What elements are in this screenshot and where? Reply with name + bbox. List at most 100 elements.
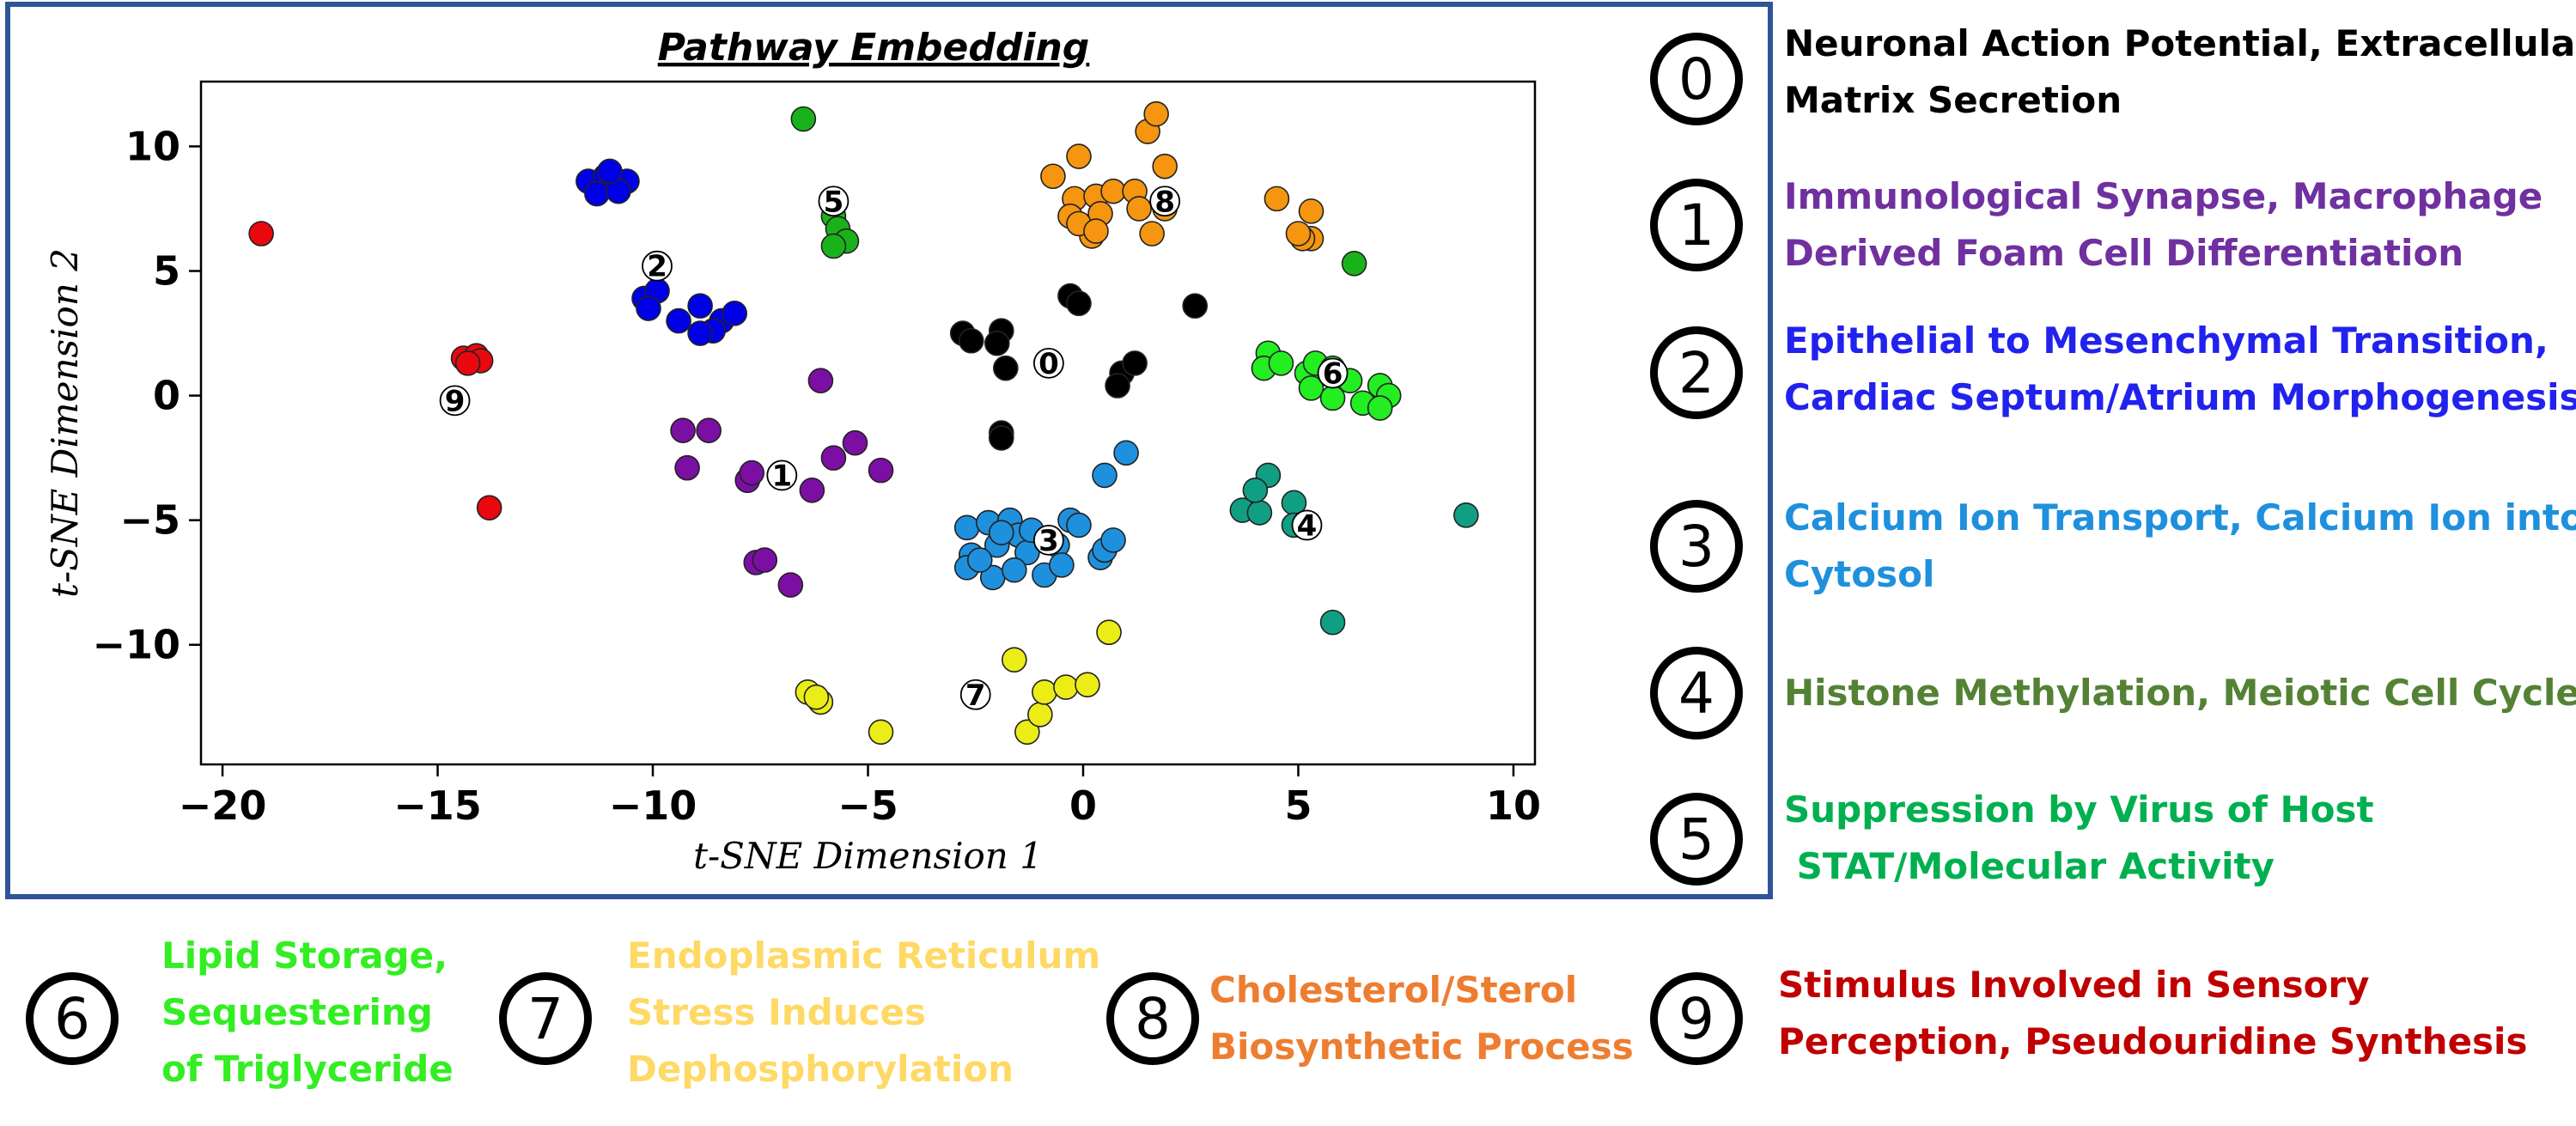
cluster-marker-label-0: 0 [1038,347,1059,381]
point-cluster-8 [1298,198,1325,224]
point-cluster-7 [1075,672,1100,697]
point-cluster-0 [1122,350,1148,376]
x-axis-label: t-SNE Dimension 1 [693,835,1043,877]
point-cluster-9 [454,350,481,376]
legend-badge-1: 1 [1650,179,1743,271]
point-cluster-4 [1319,609,1346,636]
point-cluster-2 [636,295,661,321]
point-cluster-5 [790,106,817,132]
point-cluster-1 [752,547,778,573]
point-cluster-9 [248,221,274,247]
legend-line: Dephosphorylation [627,1048,1014,1090]
point-cluster-3 [966,547,993,573]
point-cluster-6 [1298,375,1325,401]
cluster-marker-8 [1149,186,1181,217]
x-tick-label: 5 [1284,782,1312,829]
point-cluster-0 [989,425,1014,451]
plot-area [199,80,1537,766]
cluster-marker-label-4: 4 [1297,508,1318,543]
cluster-marker-label-7: 7 [965,679,986,713]
cluster-marker-7 [959,679,991,710]
point-cluster-4 [1453,502,1479,528]
cluster-marker-label-1: 1 [771,459,792,493]
legend-line: Sequestering [161,991,433,1033]
legend-line: Epithelial to Mesenchymal Transition, [1784,320,2549,362]
point-cluster-8 [1040,163,1066,190]
legend-line: Cholesterol/Sterol [1209,969,1578,1011]
point-cluster-0 [993,355,1019,381]
legend-line: Endoplasmic Reticulum [627,934,1101,977]
point-cluster-1 [799,478,825,503]
point-cluster-0 [984,330,1010,356]
legend-line: Suppression by Virus of Host [1784,788,2374,831]
point-cluster-0 [1066,290,1092,317]
point-cluster-4 [1242,478,1269,503]
cluster-marker-label-5: 5 [824,185,844,219]
cluster-marker-0 [1033,347,1064,379]
cluster-marker-label-8: 8 [1154,185,1175,219]
point-cluster-2 [666,307,691,334]
y-tick-label: 0 [153,373,180,419]
x-tick-label: 0 [1069,782,1097,829]
legend-line: of Triglyceride [161,1048,454,1090]
point-cluster-2 [687,293,713,319]
legend-badge-9: 9 [1650,972,1743,1065]
cluster-marker-1 [766,460,798,491]
legend-badge-8: 8 [1106,972,1199,1065]
cluster-marker-6 [1317,357,1349,389]
point-cluster-2 [687,320,713,346]
legend-line: Matrix Secretion [1784,79,2122,121]
legend-badge-6: 6 [26,972,119,1065]
legend-label-6: Lipid Storage, Sequestering of Triglycerid… [161,928,454,1098]
point-cluster-3 [1092,462,1117,489]
legend-line: Lipid Storage, [161,934,448,977]
point-cluster-0 [1105,373,1130,399]
point-cluster-6 [1367,395,1393,421]
cluster-marker-9 [439,385,471,417]
y-axis-label: t-SNE Dimension 2 [44,248,86,598]
point-cluster-1 [820,445,847,471]
legend-badge-0: 0 [1650,33,1743,125]
legend-line: Derived Foam Cell Differentiation [1784,232,2464,274]
point-cluster-3 [1002,557,1027,583]
legend-line: Immunological Synapse, Macrophage [1784,175,2543,217]
point-cluster-2 [722,301,748,326]
point-cluster-1 [842,429,868,456]
legend-label-4: Histone Methylation, Meiotic Cell Cycle [1784,665,2576,721]
legend-line: STAT/Molecular Activity [1784,845,2275,887]
legend-line: Stimulus Involved in Sensory [1778,964,2370,1006]
point-cluster-3 [1066,512,1092,539]
y-tick-label: −10 [92,622,180,668]
legend-badge-3: 3 [1650,500,1743,593]
point-cluster-7 [868,719,894,746]
cluster-marker-label-2: 2 [647,250,667,284]
point-cluster-8 [1100,178,1126,204]
legend-line: Calcium Ion Transport, Calcium Ion into [1784,496,2576,539]
point-cluster-8 [1126,196,1152,222]
cluster-marker-label-3: 3 [1038,524,1059,558]
legend-label-2: Epithelial to Mesenchymal Transition,Car… [1784,313,2576,426]
point-cluster-1 [868,457,894,484]
legend-line: Biosynthetic Process [1209,1026,1634,1068]
point-cluster-5 [820,233,847,259]
point-cluster-1 [670,417,696,444]
point-cluster-8 [1139,221,1165,247]
point-cluster-8 [1285,221,1312,247]
x-tick-label: −20 [179,782,267,829]
point-cluster-7 [1096,619,1122,646]
point-cluster-8 [1264,186,1290,212]
point-cluster-2 [597,158,623,185]
legend-label-0: Neuronal Action Potential, Extracellular… [1784,15,2576,129]
point-cluster-7 [1053,674,1079,700]
point-cluster-3 [1100,527,1126,553]
point-cluster-1 [674,454,700,481]
legend-line: Cytosol [1784,553,1935,595]
chart-title: Pathway Embedding [658,26,1090,70]
legend-line: Stress Induces [627,991,927,1033]
point-cluster-0 [1182,293,1209,319]
point-cluster-3 [1113,440,1139,466]
cluster-marker-label-9: 9 [445,384,466,418]
